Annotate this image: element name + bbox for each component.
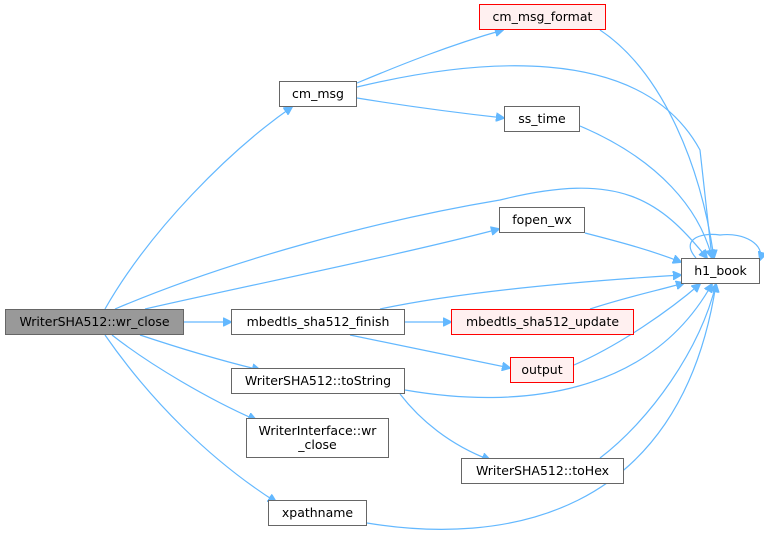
node-cm-msg[interactable]: cm_msg — [279, 81, 357, 107]
node-output[interactable]: output — [510, 357, 574, 383]
node-writersha512-tostring[interactable]: WriterSHA512::toString — [231, 368, 405, 394]
edge-cm-msg-to-cm-msg-format — [356, 30, 503, 84]
edge-wr-close-to-fopen-wx — [144, 229, 499, 310]
edge-cm-msg-to-h1-book — [356, 65, 712, 258]
edge-cm-msg-format-to-h1-book — [599, 29, 714, 258]
node-fopen-wx[interactable]: fopen_wx — [499, 207, 585, 233]
edge-toString-to-h1-book — [404, 284, 712, 399]
node-xpathname[interactable]: xpathname — [268, 500, 367, 526]
edge-cm-msg-to-ss-time — [356, 97, 504, 118]
node-cm-msg-format[interactable]: cm_msg_format — [479, 4, 606, 30]
node-writersha512-tohex[interactable]: WriterSHA512::toHex — [461, 458, 624, 484]
edge-toString-to-toHex — [399, 393, 490, 460]
edge-wr-close-to-xpathname — [104, 334, 276, 502]
edge-toHex-to-h1-book — [599, 284, 716, 459]
edge-wr-close-to-h1-book — [114, 187, 707, 310]
edge-fopen-wx-to-h1-book — [584, 232, 681, 262]
edge-mbedtls-sha512-finish-to-output — [349, 334, 510, 368]
edge-wr-close-to-toString — [139, 334, 260, 370]
node-h1-book[interactable]: h1_book — [681, 258, 760, 284]
node-mbedtls-sha512-finish[interactable]: mbedtls_sha512_finish — [231, 309, 405, 335]
edge-wr-close-to-writer-interface-wr-close — [111, 334, 256, 420]
edge-output-to-h1-book — [573, 284, 700, 366]
edge-mbedtls-sha512-update-to-h1-book — [589, 283, 684, 310]
node-writersha512-wr-close: WriterSHA512::wr_close — [5, 309, 184, 335]
edge-mbedtls-sha512-finish-to-h1-book — [379, 275, 681, 310]
node-mbedtls-sha512-update[interactable]: mbedtls_sha512_update — [451, 309, 634, 335]
node-ss-time[interactable]: ss_time — [504, 106, 580, 132]
edge-h1-book-to-h1-book — [689, 233, 761, 260]
node-writerinterface-wr-close[interactable]: WriterInterface::wr _close — [246, 418, 389, 458]
edge-wr-close-to-cm-msg — [104, 107, 292, 310]
edge-xpathname-to-h1-book — [366, 284, 716, 530]
edge-ss-time-to-h1-book — [579, 125, 712, 258]
